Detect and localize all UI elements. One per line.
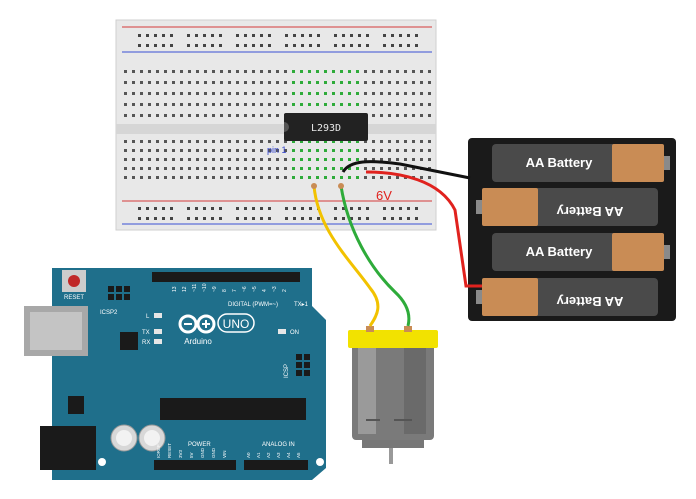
digital-pin-label: 13 (172, 286, 178, 292)
chip-label: L293D (311, 123, 341, 134)
tx-led-label: TX (142, 330, 150, 336)
icsp-label: ICSP (284, 364, 290, 378)
digital-pin-label: ~6 (242, 286, 248, 292)
reset-button[interactable] (62, 270, 86, 292)
analog-pin-label: A2 (266, 452, 271, 458)
battery-cell-label: AA Battery (526, 244, 593, 259)
analog-pin-label: A1 (256, 452, 261, 458)
arduino-logo: UNO Arduino (178, 313, 255, 346)
power-pin-label: IOREF (156, 444, 161, 458)
power-pin-label: 3V3 (178, 449, 183, 458)
digital-label: DIGITAL (PWM=~) (228, 302, 278, 308)
capacitor (138, 424, 166, 452)
battery-cell-2: AA Battery (476, 188, 658, 226)
digital-pin-label: 4 (262, 289, 268, 292)
digital-pin-label: 8 (222, 289, 228, 292)
icsp2-label: ICSP2 (100, 310, 118, 316)
voltage-label: 6V (376, 188, 392, 203)
arduino-uno-board: RESET ICSP2 13 12 ~11 ~10 ~9 8 7 ~6 ~5 4 ~3 2 DIGIT… (24, 268, 326, 480)
power-pin-label: VIN (222, 450, 227, 458)
red-wire (365, 170, 482, 288)
pin-1-label: pin 1 (267, 145, 287, 155)
analog-header (244, 460, 308, 470)
dc-motor (348, 326, 438, 464)
bottom-pin-labels: IOREF RESET 3V3 5V GND GND VIN A0 A1 A2 A3 A4 A5 (156, 443, 301, 458)
digital-pin-label: ~10 (202, 283, 208, 292)
rx-led-label: RX (142, 340, 150, 346)
analog-pin-label: A4 (286, 452, 291, 458)
digital-pin-label: ~11 (192, 284, 198, 292)
power-pin-label: GND (200, 447, 205, 458)
digital-pin-label: ~9 (212, 286, 218, 292)
wires (311, 160, 482, 327)
icsp-header (296, 354, 310, 376)
analog-pin-label: A5 (296, 452, 301, 458)
power-pin-label: 5V (189, 452, 194, 458)
digital-pin-label: 2 (282, 289, 288, 292)
capacitor (110, 424, 138, 452)
digital-pin-labels: 13 12 ~11 ~10 ~9 8 7 ~6 ~5 4 ~3 2 (172, 283, 288, 292)
digital-header (152, 272, 300, 282)
battery-cell-label: AA Battery (556, 294, 623, 309)
voltage-regulator (68, 396, 84, 414)
power-pin-label: RESET (167, 443, 172, 458)
analog-label: ANALOG IN (262, 442, 295, 448)
black-wire (341, 160, 471, 180)
green-wire (339, 185, 411, 327)
reset-label: RESET (64, 295, 84, 301)
power-jack (40, 426, 96, 470)
icsp2-header (108, 286, 130, 300)
power-pin-label: GND (211, 447, 216, 458)
analog-pin-label: A0 (246, 452, 251, 458)
l-led-label: L (146, 314, 150, 320)
battery-cell-label: AA Battery (526, 155, 593, 170)
digital-pin-label: 7 (232, 289, 238, 292)
on-led-label: ON (290, 330, 299, 336)
atmega-chip (160, 398, 306, 420)
digital-pin-label: ~3 (272, 286, 278, 292)
yellow-wire (312, 185, 380, 327)
battery-pack: AA Battery AA Battery AA Battery AA Batt… (468, 138, 676, 321)
digital-pin-label: ~5 (252, 286, 258, 292)
brand-label: Arduino (184, 337, 212, 346)
battery-cell-4: AA Battery (476, 278, 658, 316)
power-label: POWER (188, 442, 211, 448)
uno-label: UNO (223, 317, 250, 331)
battery-cell-3: AA Battery (492, 233, 670, 271)
analog-pin-label: A3 (276, 452, 281, 458)
power-header (154, 460, 236, 470)
l293d-chip: L293D (284, 113, 368, 141)
tx-pin-label: TX▸1 (294, 302, 309, 308)
battery-cell-label: AA Battery (556, 204, 623, 219)
battery-cell-1: AA Battery (492, 144, 670, 182)
usb-chip (120, 332, 138, 350)
digital-pin-label: 12 (182, 286, 188, 292)
